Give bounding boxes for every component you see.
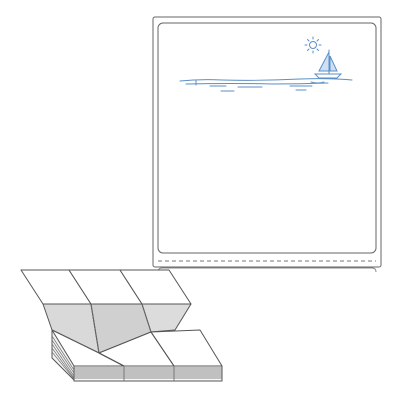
stack-front-layers <box>73 365 223 382</box>
fanfold-stack <box>51 329 223 382</box>
water-lines-icon <box>179 78 353 92</box>
sailboat-icon <box>313 49 343 79</box>
label-face <box>157 22 377 254</box>
sun-icon <box>309 41 317 49</box>
fanfold-top-row <box>20 269 192 305</box>
sailboat-drawing <box>179 36 353 92</box>
sun-rays-icon <box>304 36 322 54</box>
next-label-edge <box>157 267 377 273</box>
label-sheet <box>152 16 382 345</box>
stack-left-layers <box>51 335 75 380</box>
